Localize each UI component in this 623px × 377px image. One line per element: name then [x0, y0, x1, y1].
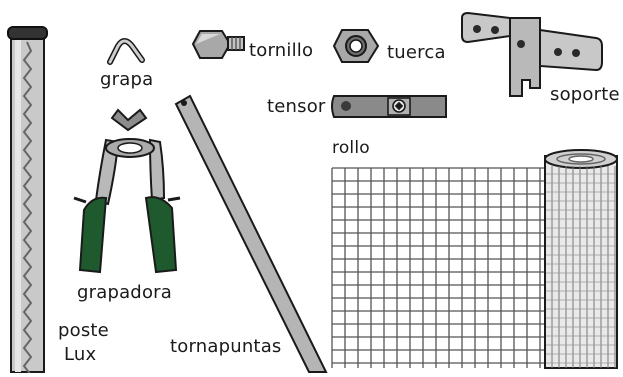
- mesh-roll-icon: [544, 149, 618, 369]
- label-poste: poste: [58, 320, 109, 341]
- label-grapa: grapa: [100, 69, 154, 90]
- label-soporte: soporte: [550, 84, 620, 105]
- label-rollo: rollo: [332, 138, 370, 158]
- staple-icon: [107, 38, 145, 65]
- nut-icon: [332, 29, 380, 63]
- tensioner-icon: [331, 95, 447, 118]
- pliers-icon: [73, 108, 181, 274]
- label-tensor: tensor: [267, 96, 326, 117]
- brace-bar-icon: [174, 94, 328, 373]
- label-grapadora: grapadora: [77, 282, 172, 303]
- wire-mesh-icon: [331, 167, 546, 368]
- label-lux: Lux: [64, 344, 97, 365]
- bolt-icon: [191, 30, 245, 59]
- label-tuerca: tuerca: [387, 42, 446, 63]
- label-tornillo: tornillo: [249, 40, 314, 61]
- fence-post-icon: [7, 26, 48, 376]
- bracket-icon: [461, 11, 603, 97]
- label-tornapuntas: tornapuntas: [170, 336, 282, 357]
